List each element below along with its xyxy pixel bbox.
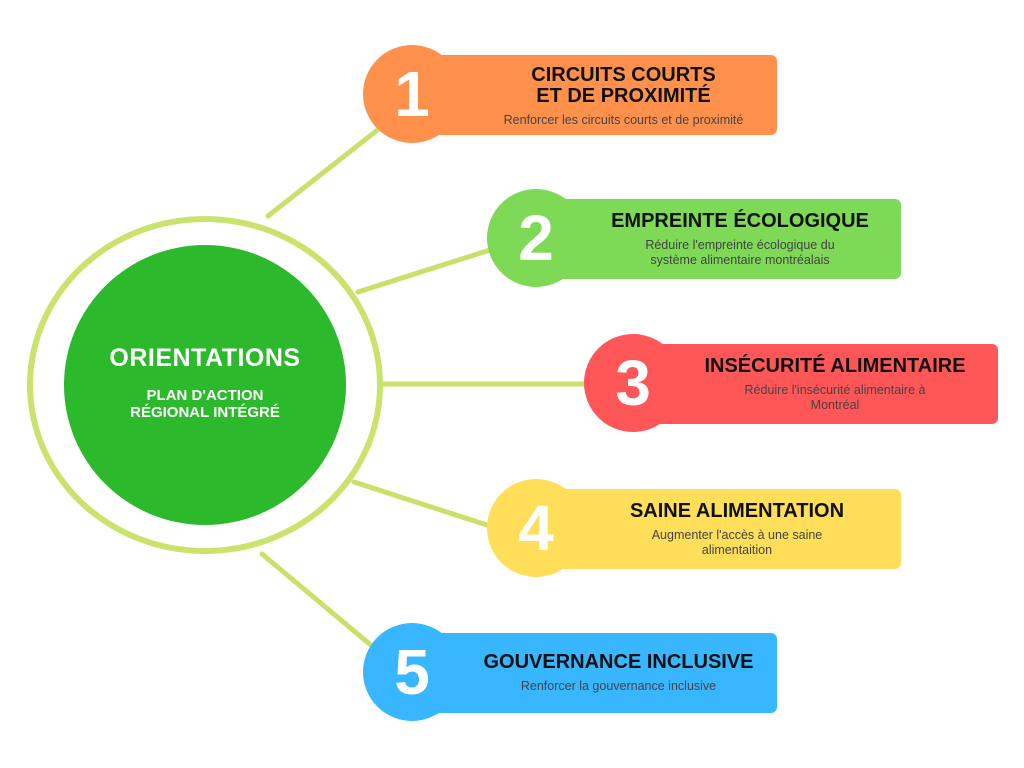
orientation-card: EMPREINTE ÉCOLOGIQUE Réduire l'empreinte… bbox=[535, 199, 901, 279]
connector-5 bbox=[259, 551, 375, 649]
orientation-description: Réduire l'insécurité alimentaire à Montr… bbox=[744, 382, 926, 412]
hub-title: ORIENTATIONS bbox=[109, 343, 301, 372]
orientation-title: INSÉCURITÉ ALIMENTAIRE bbox=[704, 354, 966, 377]
orientation-title: GOUVERNANCE INCLUSIVE bbox=[483, 651, 754, 673]
orientation-description: Réduire l'empreinte écologique du systèm… bbox=[645, 237, 835, 267]
connector-2 bbox=[355, 247, 493, 295]
orientation-card: INSÉCURITÉ ALIMENTAIRE Réduire l'insécur… bbox=[632, 344, 998, 424]
number-badge: 2 bbox=[487, 189, 585, 287]
orientation-card: GOUVERNANCE INCLUSIVE Renforcer la gouve… bbox=[410, 633, 777, 713]
orientation-card: SAINE ALIMENTATION Augmenter l'accès à u… bbox=[535, 489, 901, 569]
connector-1 bbox=[265, 125, 383, 219]
orientation-description: Renforcer la gouvernance inclusive bbox=[520, 679, 717, 693]
orientation-description: Renforcer les circuits courts et de prox… bbox=[503, 112, 744, 127]
number-badge: 4 bbox=[487, 479, 585, 577]
orientation-card: CIRCUITS COURTS ET DE PROXIMITÉ Renforce… bbox=[410, 55, 777, 135]
hub-circle: ORIENTATIONS PLAN D'ACTION RÉGIONAL INTÉ… bbox=[64, 245, 346, 525]
number-badge: 5 bbox=[363, 623, 461, 721]
orientation-title: SAINE ALIMENTATION bbox=[629, 499, 845, 522]
orientation-description: Augmenter l'accès à une saine alimentait… bbox=[651, 527, 823, 557]
number-badge: 1 bbox=[363, 45, 461, 143]
connector-4 bbox=[351, 479, 493, 529]
orientation-title: CIRCUITS COURTS ET DE PROXIMITÉ bbox=[531, 63, 716, 107]
number-badge: 3 bbox=[584, 334, 682, 432]
hub-subtitle: PLAN D'ACTION RÉGIONAL INTÉGRÉ bbox=[130, 386, 280, 421]
orientation-title: EMPREINTE ÉCOLOGIQUE bbox=[611, 209, 869, 232]
